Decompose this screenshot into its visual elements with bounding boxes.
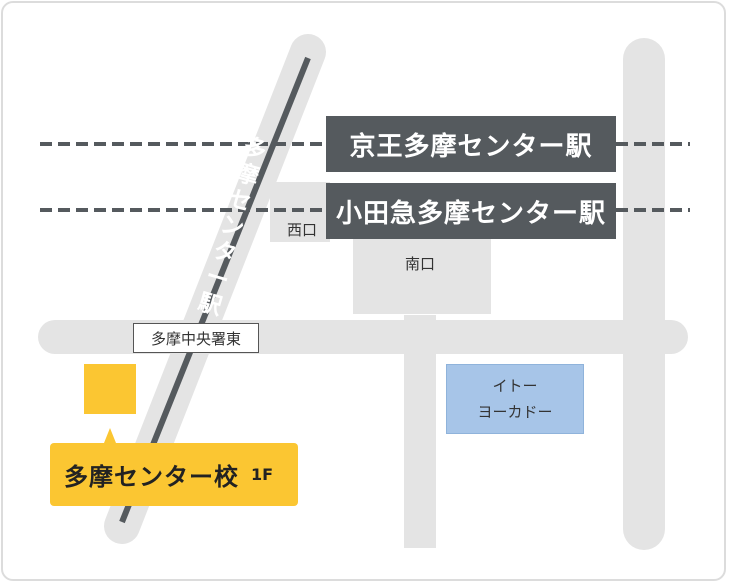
ito-yokado-block: イトー ヨーカドー bbox=[446, 364, 584, 434]
school-name: 多摩センター校 bbox=[64, 463, 239, 491]
school-floor: 1F bbox=[251, 465, 274, 484]
west-exit-label: 西口 bbox=[287, 221, 318, 239]
store-name-line2: ヨーカドー bbox=[477, 403, 553, 421]
odakyu-station-label: 小田急多摩センター駅 bbox=[326, 183, 616, 239]
school-callout-pointer bbox=[104, 428, 116, 443]
police-station-label: 多摩中央署東 bbox=[133, 323, 259, 353]
school-marker bbox=[84, 364, 136, 414]
road-right bbox=[623, 38, 665, 550]
school-callout: 多摩センター校 1F bbox=[50, 443, 298, 506]
south-exit-plaza bbox=[353, 236, 491, 314]
south-exit-label: 南口 bbox=[405, 255, 436, 273]
store-name-line1: イトー bbox=[492, 377, 538, 395]
keio-station-label: 京王多摩センター駅 bbox=[326, 116, 616, 172]
